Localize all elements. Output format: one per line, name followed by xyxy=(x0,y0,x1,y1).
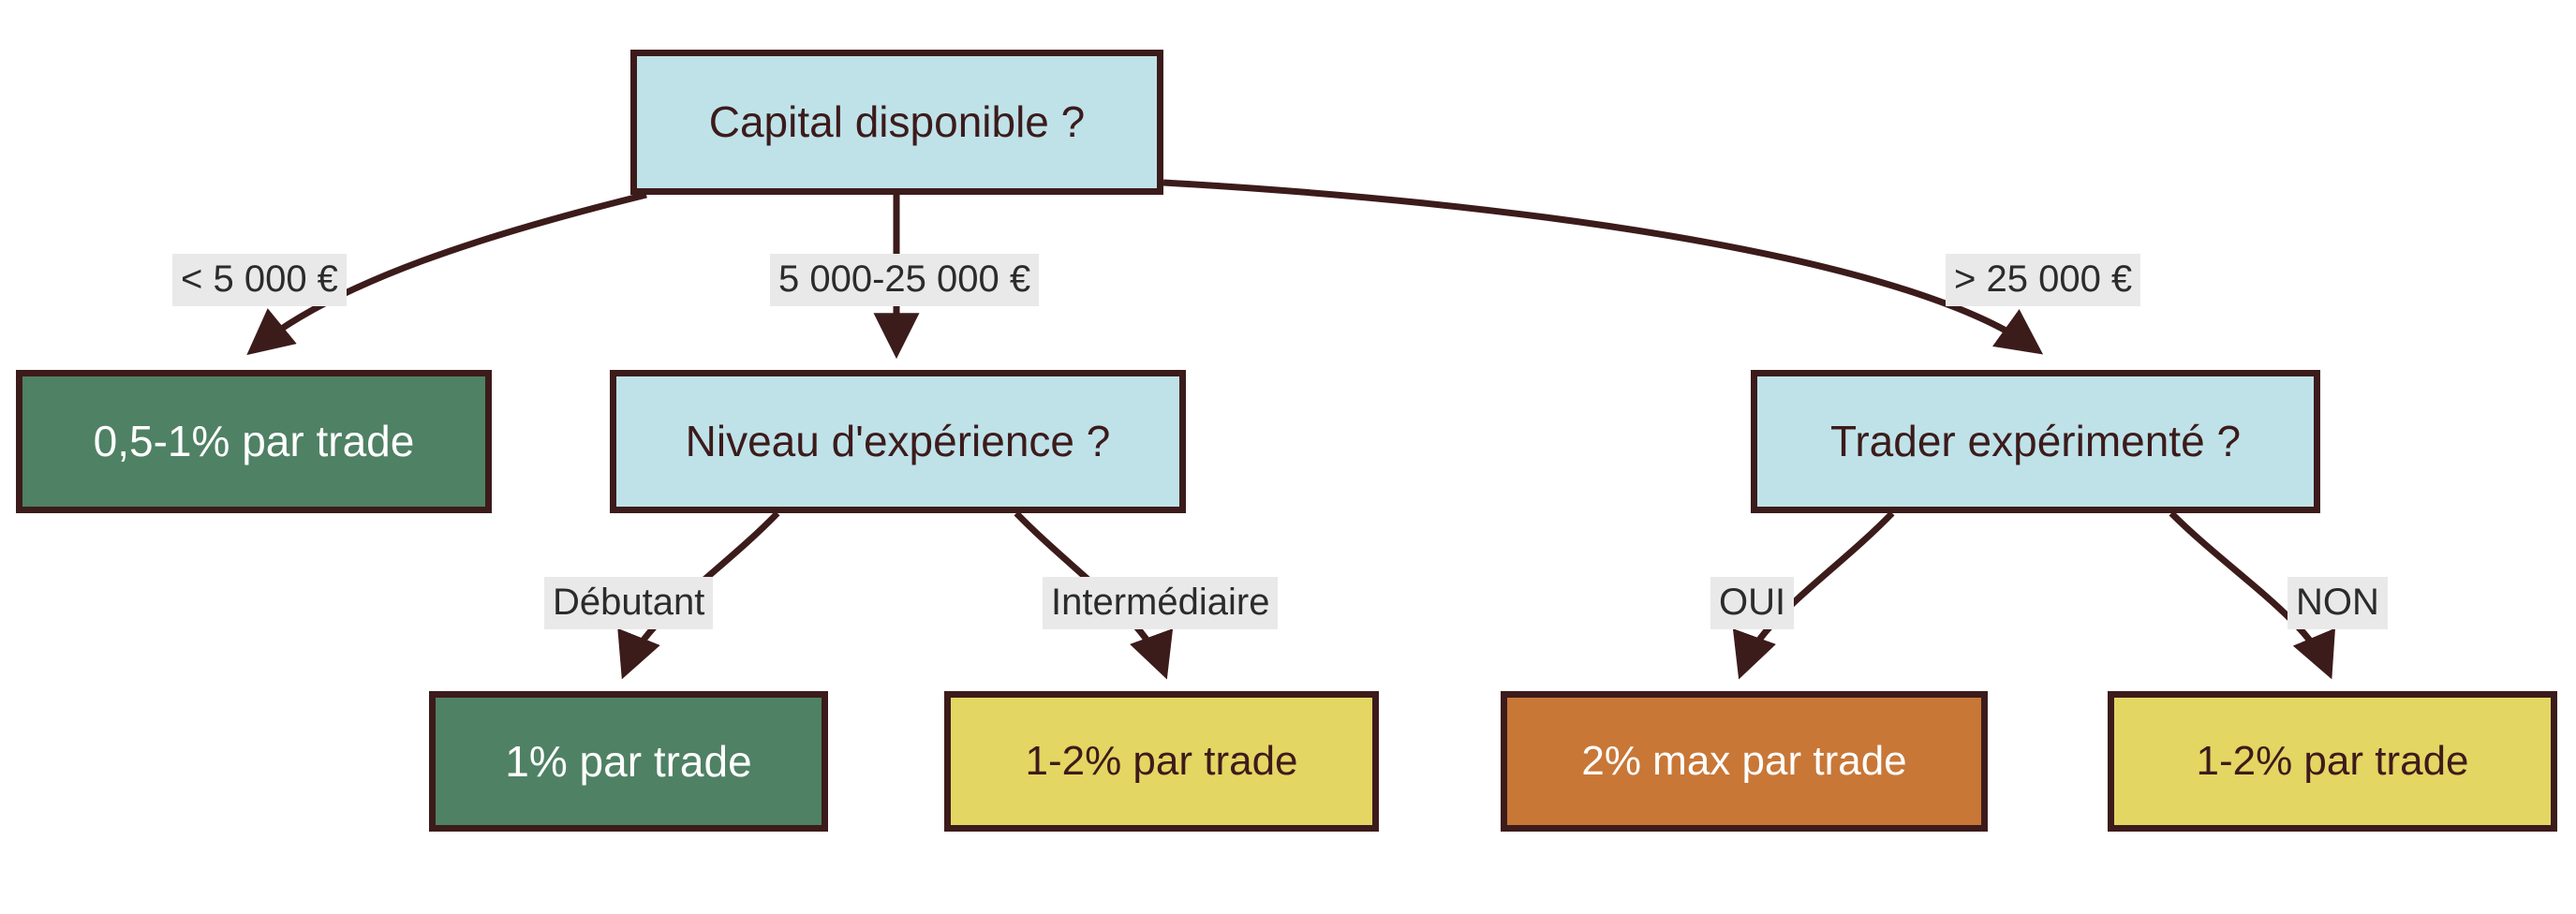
edge-label-capital-less-5000: < 5 000 € xyxy=(172,254,347,306)
node-niveau-experience[interactable]: Niveau d'expérience ? xyxy=(610,370,1186,513)
edge-label-capital-more-25000: > 25 000 € xyxy=(1946,254,2141,306)
node-label: 1-2% par trade xyxy=(2196,737,2469,784)
edge-root-to-trader-exp xyxy=(1162,179,2044,355)
node-capital-disponible[interactable]: Capital disponible ? xyxy=(630,50,1163,195)
edge-trader-exp-to-res-non xyxy=(2169,510,2335,680)
node-result-0-5-1-percent[interactable]: 0,5-1% par trade xyxy=(16,370,492,513)
node-label: Niveau d'expérience ? xyxy=(685,417,1111,466)
node-result-2-percent-max[interactable]: 2% max par trade xyxy=(1501,691,1988,832)
node-label: 2% max par trade xyxy=(1581,737,1907,784)
node-result-1-percent[interactable]: 1% par trade xyxy=(429,691,828,832)
edge-label-oui: OUI xyxy=(1710,577,1795,629)
node-label: 1% par trade xyxy=(505,736,752,786)
node-label: 1-2% par trade xyxy=(1025,737,1298,784)
node-label: Capital disponible ? xyxy=(708,97,1086,147)
node-result-1-2-percent-non[interactable]: 1-2% par trade xyxy=(2108,691,2557,832)
edge-label-debutant: Débutant xyxy=(544,577,714,629)
node-label: 0,5-1% par trade xyxy=(93,417,415,466)
edge-label-non: NON xyxy=(2287,577,2388,629)
node-trader-experimente[interactable]: Trader expérimenté ? xyxy=(1751,370,2320,513)
edge-trader-exp-to-res-oui xyxy=(1732,510,1895,680)
edge-root-to-res-low xyxy=(246,191,647,356)
node-result-1-2-percent-intermediaire[interactable]: 1-2% par trade xyxy=(944,691,1379,832)
node-label: Trader expérimenté ? xyxy=(1829,417,2242,466)
edge-label-capital-5000-25000: 5 000-25 000 € xyxy=(770,254,1040,306)
edge-label-intermediaire: Intermédiaire xyxy=(1043,577,1279,629)
